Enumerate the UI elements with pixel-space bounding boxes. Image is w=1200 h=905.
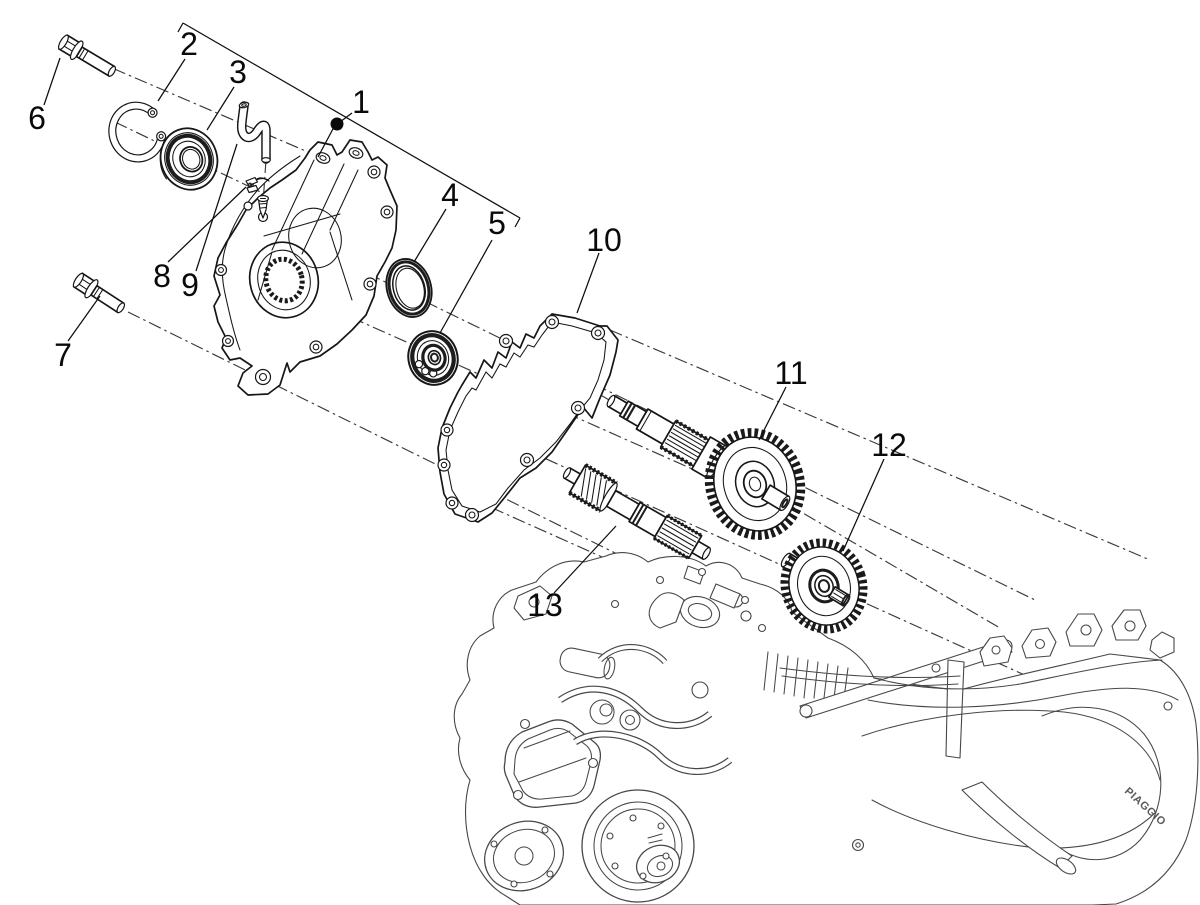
part-gasket (437, 313, 619, 523)
callout-label-11: 11 (774, 355, 807, 391)
part-ball-bearing (407, 330, 459, 386)
part-vent-screw (257, 194, 270, 219)
cvt-cover: PIAGGIO (851, 609, 1179, 875)
callout-label-1: 1 (352, 84, 370, 120)
cvt-top-lugs (979, 609, 1175, 667)
mount-arm (779, 639, 1013, 759)
callout-3: 3 (206, 54, 247, 131)
engine-details (513, 567, 767, 731)
part-bearing-3 (159, 127, 219, 191)
callout-label-3: 3 (229, 54, 247, 90)
callout-1: 1 (177, 22, 521, 228)
part-circlip (108, 101, 167, 163)
callout-label-4: 4 (441, 177, 459, 213)
callout-label-8: 8 (153, 258, 171, 294)
callout-13: 13 (527, 525, 617, 623)
callout-6: 6 (28, 57, 61, 136)
callouts: 1 2 3 4 5 6 7 8 (28, 22, 907, 623)
part-input-shaft (562, 463, 711, 560)
part-gearbox-cover (213, 139, 398, 396)
callout-label-13: 13 (527, 587, 563, 623)
engine-assembly: PIAGGIO (453, 552, 1199, 905)
callout-5: 5 (439, 205, 506, 334)
callout-8: 8 (153, 186, 247, 294)
callout-10: 10 (576, 222, 622, 314)
hoses (558, 644, 733, 775)
part-output-shaft (606, 394, 806, 540)
gasket-holes (437, 314, 606, 523)
callout-2: 2 (157, 26, 198, 102)
callout-12: 12 (842, 427, 907, 552)
callout-9: 9 (181, 143, 238, 303)
callout-label-6: 6 (28, 100, 46, 136)
callout-label-5: 5 (488, 205, 506, 241)
starter-motor (559, 647, 616, 680)
assembly-bracket-line (177, 22, 521, 228)
part-breather-pipe (236, 101, 271, 164)
clutch-cover (581, 789, 695, 903)
round-cover (484, 820, 564, 892)
part-bolt-6 (57, 34, 117, 77)
intake-throttle (648, 565, 752, 629)
callout-label-10: 10 (586, 222, 622, 258)
callout-label-2: 2 (180, 26, 198, 62)
part-bolt-7 (72, 272, 126, 314)
part-intermediate-gear (780, 538, 868, 634)
callout-label-12: 12 (871, 427, 907, 463)
callout-4: 4 (413, 177, 459, 263)
callout-11: 11 (758, 355, 808, 441)
callout-label-7: 7 (54, 337, 72, 373)
callout-7: 7 (54, 295, 101, 373)
assembly-dot (330, 117, 344, 131)
part-oil-seal (385, 258, 433, 318)
callout-label-9: 9 (181, 267, 199, 303)
part-clip (245, 176, 270, 194)
